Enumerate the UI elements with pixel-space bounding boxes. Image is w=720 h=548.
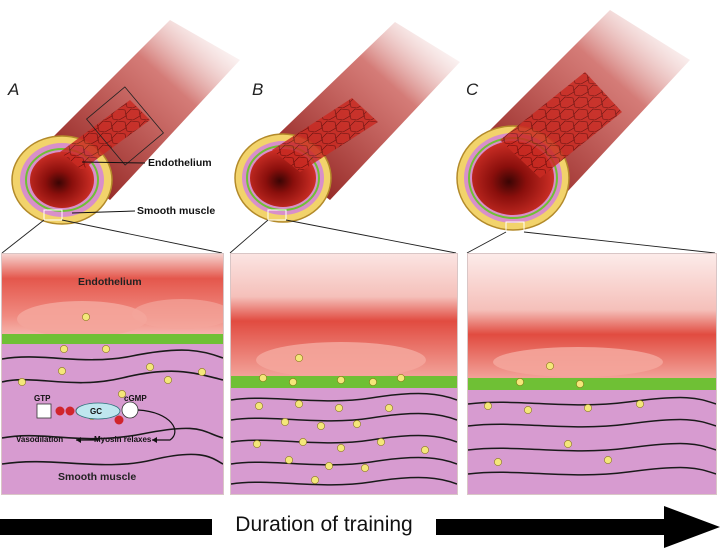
arrow-shaft-right [436,519,668,535]
callout-line-smooth-muscle [71,210,136,214]
cgmp-circle [121,401,139,419]
gc-label: GC [90,407,102,416]
callout-endothelium: Endothelium [148,157,212,169]
detail-a-smooth-muscle-label: Smooth muscle [58,471,137,483]
callout-line-endothelium [81,161,146,164]
vessel-a [11,20,240,225]
vessel-illustrations [1,10,716,254]
detail-panel-c [467,253,717,495]
panel-letter-a: A [8,80,20,99]
no-molecules-b [253,354,429,484]
myosin-relaxes-label: Myosin relaxes [94,435,152,444]
detail-a-illustration [2,254,223,494]
detail-panel-a: Endothelium GTP GC cGMP Vasodilation Myo… [1,253,224,495]
no-molecules-c [484,362,644,466]
gtp-label: GTP [34,394,51,403]
panel-letter-c: C [466,80,479,99]
detail-c-illustration [468,254,716,494]
zoom-lines [1,219,716,254]
duration-arrow [0,506,720,548]
panel-letter-b: B [252,80,264,99]
gc-enzyme [75,402,121,420]
detail-b-illustration [231,254,457,494]
gtp-box [36,403,52,419]
vasodilation-label: Vasodilation [16,435,64,444]
duration-of-training-label: Duration of training [235,513,413,536]
cgmp-label: cGMP [124,394,147,403]
callout-smooth-muscle: Smooth muscle [137,205,216,217]
arrow-head [664,506,720,548]
detail-a-endothelium-label: Endothelium [78,276,142,288]
vessel-c [456,10,690,233]
detail-panel-b [230,253,458,495]
vessel-b [234,22,460,223]
arrow-shaft-left [0,519,212,535]
